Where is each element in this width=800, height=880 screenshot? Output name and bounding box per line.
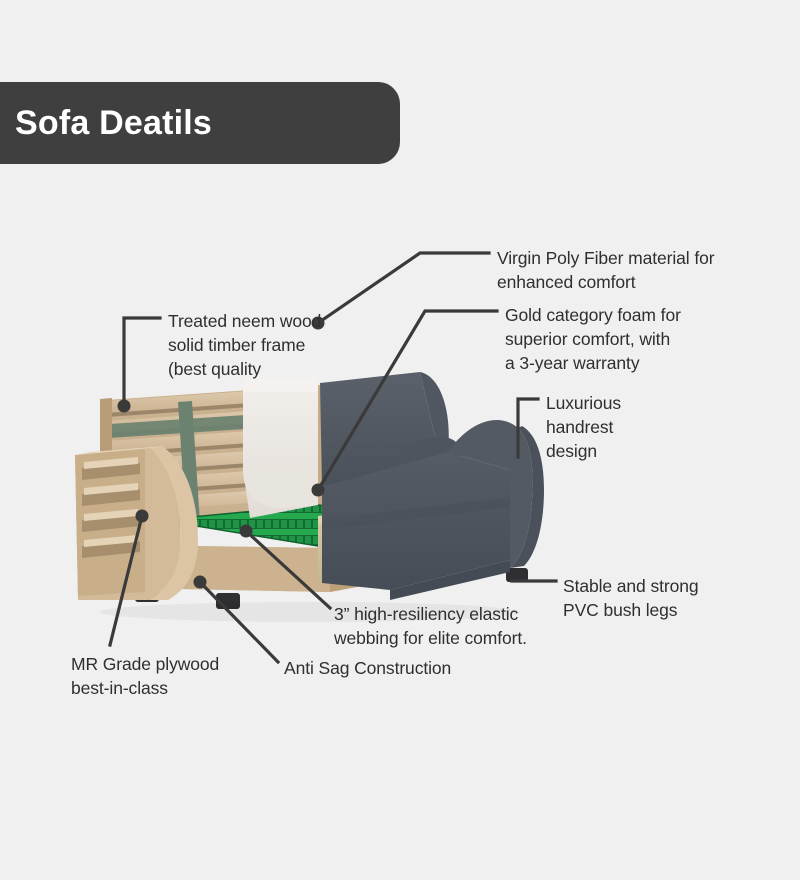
annotation-elastic-webbing: 3” high-resiliency elastic webbing for e… <box>334 604 527 649</box>
annotation-treated-neem-wood: Treated neem wood solid timber frame (be… <box>168 311 322 380</box>
annotation-anti-sag: Anti Sag Construction <box>284 658 452 678</box>
annotation-virgin-poly-fiber: Virgin Poly Fiber material for enhanced … <box>497 248 715 293</box>
wooden-armrest <box>75 446 198 600</box>
annotation-gold-category-foam: Gold category foam for superior comfort,… <box>505 305 681 374</box>
header-pill: Sofa Deatils <box>0 82 400 164</box>
annotation-luxurious-handrest: Luxurious handrest design <box>546 393 621 462</box>
annotation-stable-pvc-legs: Stable and strong PVC bush legs <box>563 576 699 621</box>
virgin-poly-fiber-layer <box>243 378 318 518</box>
annotation-mr-grade-plywood: MR Grade plywood best-in-class <box>71 654 220 699</box>
grey-upholstery <box>320 372 544 600</box>
page-title: Sofa Deatils <box>15 103 213 142</box>
